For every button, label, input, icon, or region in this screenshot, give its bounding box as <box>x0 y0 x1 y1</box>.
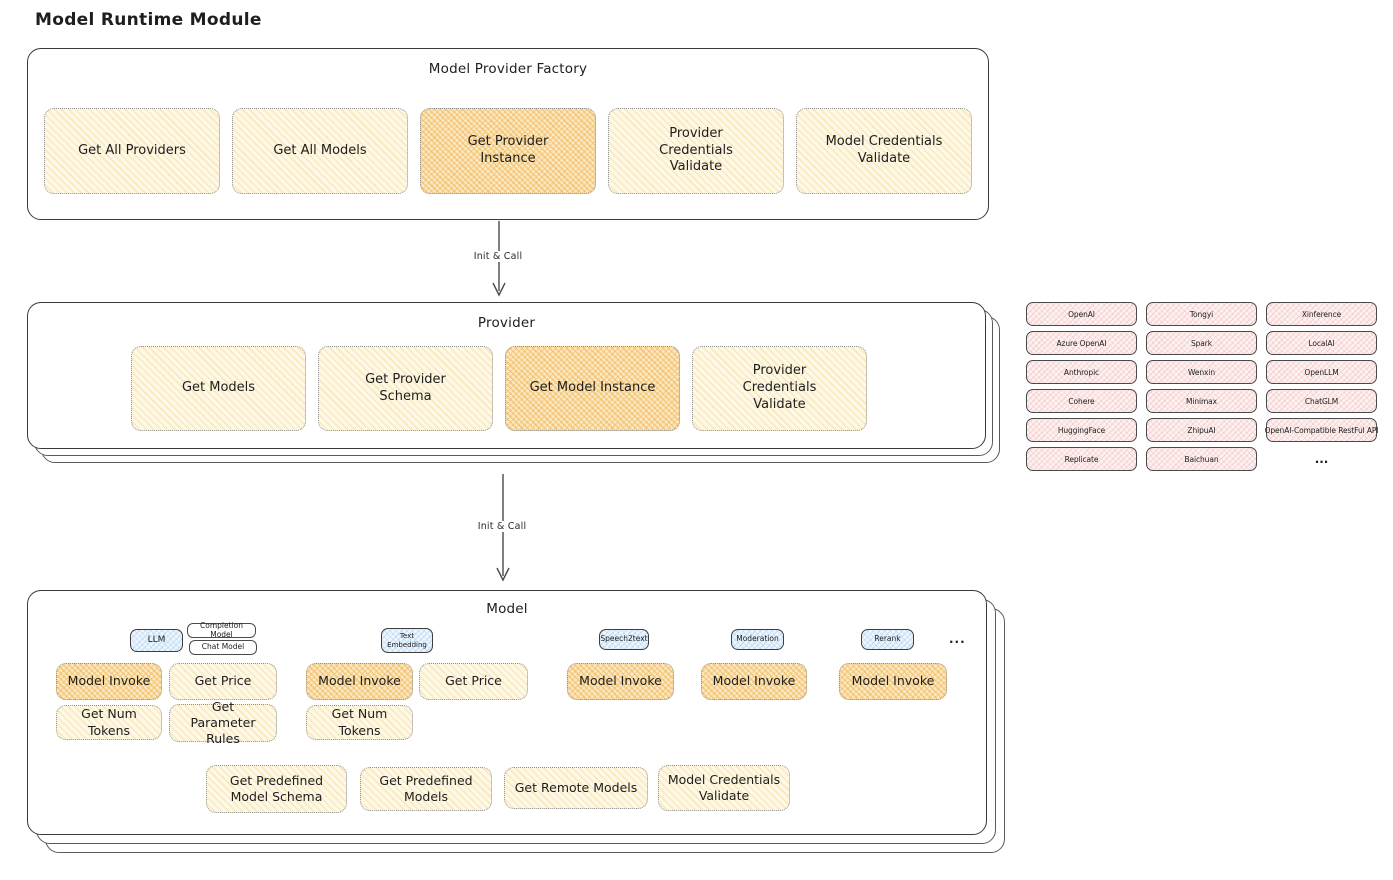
model-type-llm: LLM <box>130 629 183 652</box>
provider-pill-replicate: Replicate <box>1026 447 1137 471</box>
factory-op-get-all-models: Get All Models <box>232 108 408 194</box>
model-op-moderation-model-invoke: Model Invoke <box>701 663 807 700</box>
model-op-text-embedding-get-num-tokens: Get Num Tokens <box>306 705 413 740</box>
provider-list-grid: OpenAI Azure OpenAI Anthropic Cohere Hug… <box>1026 302 1379 471</box>
factory-op-model-credentials-validate: Model Credentials Validate <box>796 108 972 194</box>
factory-op-get-provider-instance: Get Provider Instance <box>420 108 596 194</box>
model-op-text-embedding-get-price: Get Price <box>419 663 528 700</box>
model-type-rerank: Rerank <box>861 629 914 650</box>
model-title: Model <box>486 601 528 617</box>
provider-op-provider-credentials-validate: Provider Credentials Validate <box>692 346 867 431</box>
model-op-get-predefined-models: Get Predefined Models <box>360 767 492 811</box>
model-container: Model LLM Completion Model Chat Model Te… <box>27 590 987 835</box>
provider-pill-openai-compatible: OpenAI-Compatible RestFul API <box>1265 418 1379 442</box>
provider-pill-openllm: OpenLLM <box>1266 360 1377 384</box>
provider-pill-openai: OpenAI <box>1026 302 1137 326</box>
provider-title: Provider <box>477 315 536 331</box>
provider-pill-zhipuai: ZhipuAI <box>1146 418 1257 442</box>
model-op-get-remote-models: Get Remote Models <box>504 767 648 809</box>
providers-more-indicator: ... <box>1314 452 1329 466</box>
model-type-chat-model: Chat Model <box>189 640 257 655</box>
provider-pill-wenxin: Wenxin <box>1146 360 1257 384</box>
provider-op-get-models: Get Models <box>131 346 306 431</box>
diagram-title: Model Runtime Module <box>35 10 262 30</box>
provider-container: Provider Get Models Get Provider Schema … <box>27 302 986 449</box>
arrow-label-init-call-2: Init & Call <box>473 521 531 532</box>
factory-op-get-all-providers: Get All Providers <box>44 108 220 194</box>
provider-op-get-model-instance: Get Model Instance <box>505 346 680 431</box>
provider-pill-minimax: Minimax <box>1146 389 1257 413</box>
factory-op-provider-credentials-validate: Provider Credentials Validate <box>608 108 784 194</box>
model-type-speech2text: Speech2text <box>599 629 649 650</box>
provider-pill-cohere: Cohere <box>1026 389 1137 413</box>
provider-pill-spark: Spark <box>1146 331 1257 355</box>
model-types-more-indicator: ... <box>949 632 966 646</box>
model-op-speech2text-model-invoke: Model Invoke <box>567 663 674 700</box>
provider-pill-baichuan: Baichuan <box>1146 447 1257 471</box>
provider-pill-localai: LocalAI <box>1266 331 1377 355</box>
arrow-label-init-call-1: Init & Call <box>469 251 527 262</box>
model-op-text-embedding-model-invoke: Model Invoke <box>306 663 413 700</box>
model-op-llm-model-invoke: Model Invoke <box>56 663 162 700</box>
provider-pill-azure-openai: Azure OpenAI <box>1026 331 1137 355</box>
model-type-completion-model: Completion Model <box>187 621 256 638</box>
model-op-get-predefined-model-schema: Get Predefined Model Schema <box>206 765 347 813</box>
model-provider-factory-title: Model Provider Factory <box>428 61 588 77</box>
model-op-model-credentials-validate: Model Credentials Validate <box>658 765 790 811</box>
model-op-llm-get-num-tokens: Get Num Tokens <box>56 705 162 740</box>
provider-pill-xinference: Xinference <box>1266 302 1377 326</box>
model-type-text-embedding: Text Embedding <box>381 628 433 653</box>
model-provider-factory-container: Model Provider Factory Get All Providers… <box>27 48 989 220</box>
model-type-moderation: Moderation <box>731 629 784 650</box>
model-op-llm-get-parameter-rules: Get Parameter Rules <box>169 699 277 746</box>
model-op-rerank-model-invoke: Model Invoke <box>839 663 947 700</box>
provider-pill-huggingface: HuggingFace <box>1026 418 1137 442</box>
provider-op-get-provider-schema: Get Provider Schema <box>318 346 493 431</box>
provider-pill-tongyi: Tongyi <box>1146 302 1257 326</box>
provider-pill-chatglm: ChatGLM <box>1266 389 1377 413</box>
provider-pill-anthropic: Anthropic <box>1026 360 1137 384</box>
model-op-llm-get-price: Get Price <box>169 663 277 700</box>
